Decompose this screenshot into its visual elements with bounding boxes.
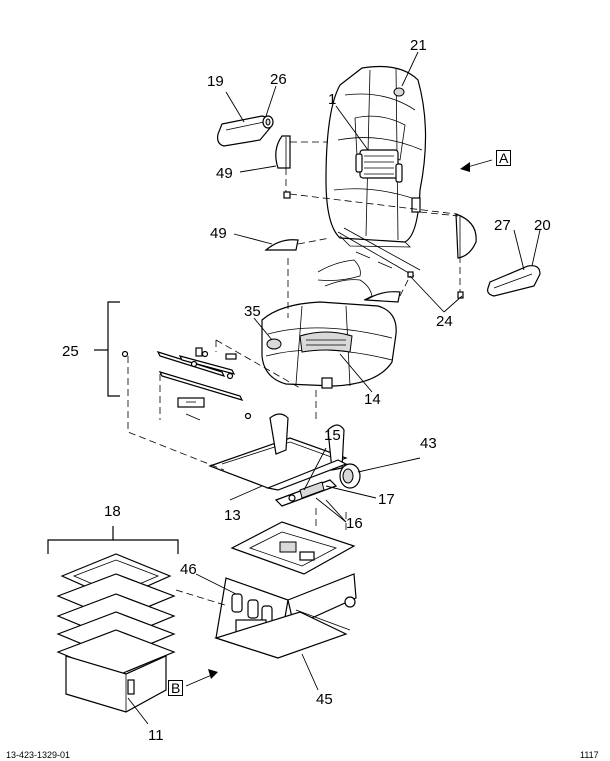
callout-19: 19 xyxy=(207,73,224,90)
view-arrow-a xyxy=(460,159,493,172)
callout-14: 14 xyxy=(364,391,381,408)
mount-bracket-left xyxy=(283,191,291,199)
assembly-lines xyxy=(127,141,461,607)
cable-harness xyxy=(317,227,464,301)
callout-13: 13 xyxy=(224,507,241,524)
drawing-number: 13-423-1329-01 xyxy=(6,750,71,760)
side-cover-right xyxy=(455,213,477,259)
callout-24: 24 xyxy=(436,313,453,330)
callout-25: 25 xyxy=(62,343,79,360)
armrest-left xyxy=(217,115,274,147)
seat-back xyxy=(325,65,427,248)
callout-18: 18 xyxy=(104,503,121,520)
armrest-right xyxy=(487,265,541,297)
callout-45: 45 xyxy=(316,691,333,708)
callout-26: 26 xyxy=(270,71,287,88)
callout-21: 21 xyxy=(410,37,427,54)
leader-lines xyxy=(127,51,541,725)
callout-15: 15 xyxy=(324,427,341,444)
side-cover-middle-right xyxy=(364,291,401,303)
callout-17: 17 xyxy=(378,491,395,508)
callout-1: 1 xyxy=(328,91,337,108)
callout-20: 20 xyxy=(534,217,551,234)
callout-35: 35 xyxy=(244,303,261,320)
suspension-assembly xyxy=(214,521,357,659)
view-label-a: A xyxy=(496,150,512,166)
callout-11: 11 xyxy=(148,727,164,744)
callout-43: 43 xyxy=(420,435,437,452)
callout-27: 27 xyxy=(494,217,511,234)
callout-49-middle: 49 xyxy=(210,225,227,242)
side-cover-left-upper xyxy=(275,135,291,169)
side-cover-middle-left xyxy=(264,239,299,251)
callout-49-upper: 49 xyxy=(216,165,233,182)
revision-code: 1117 xyxy=(580,750,599,760)
view-arrow-b xyxy=(185,669,218,687)
seat-frame xyxy=(208,413,348,507)
seat-cushion xyxy=(261,301,397,389)
seat-rail-assembly xyxy=(121,347,283,425)
adjust-knob xyxy=(339,463,361,489)
view-label-b: B xyxy=(168,680,184,696)
bracket-18 xyxy=(47,526,179,554)
bracket-25 xyxy=(94,301,120,397)
callout-16: 16 xyxy=(346,515,363,532)
callout-46: 46 xyxy=(180,561,197,578)
suspension-boot xyxy=(56,553,176,713)
